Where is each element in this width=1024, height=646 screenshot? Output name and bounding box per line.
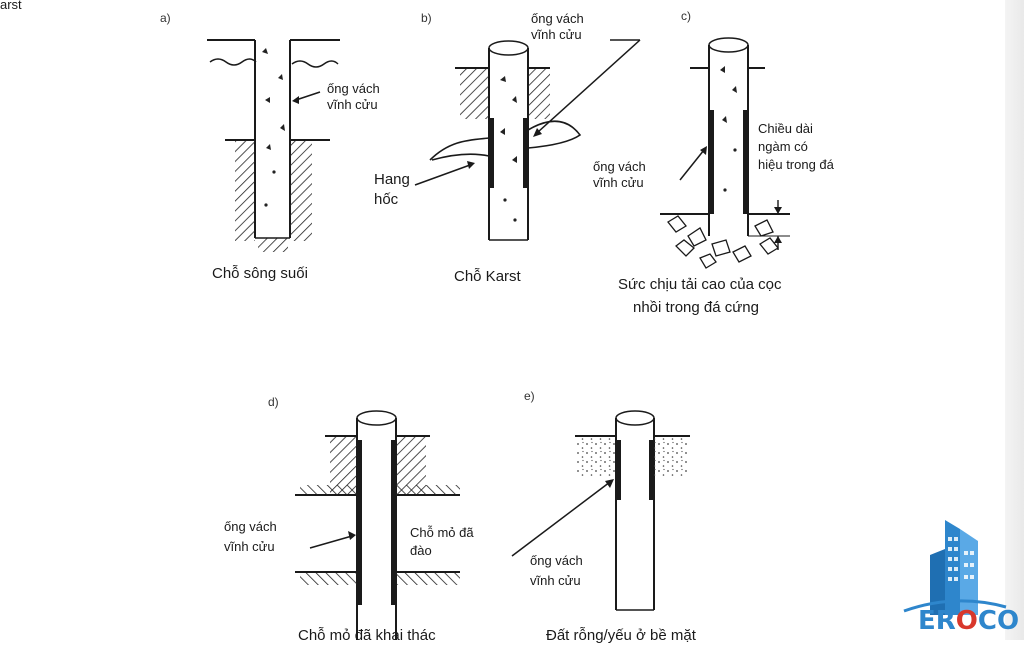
panel-b-left-label-line2: hốc (374, 191, 399, 208)
panel-d-right-label-line2: đào (410, 543, 432, 558)
panel-d-left-label-line1: ống vách (224, 519, 277, 534)
panel-c-left-label-line2: vĩnh cửu (593, 175, 644, 190)
panel-b-figure (414, 39, 641, 241)
panel-e-label-line1: ống vách (530, 553, 583, 568)
logo-text-part2: O (955, 606, 978, 636)
logo-text: EROCO (918, 606, 1019, 636)
panel-d-letter: d) (268, 395, 279, 409)
panel-e-label-line2: vĩnh cửu (530, 573, 581, 588)
panel-a-figure (207, 39, 340, 252)
panel-c-left-label-line1: ống vách (593, 159, 646, 174)
panel-c-letter: c) (681, 9, 691, 23)
panel-c-caption-line1: Sức chịu tải cao của cọc (618, 276, 782, 293)
panel-c-right-label-line1: Chiều dài (758, 121, 813, 136)
building-logo-icon (903, 520, 1007, 615)
panel-b-letter: b) (421, 11, 432, 25)
panel-c-figure (660, 37, 790, 269)
right-edge-strip (1005, 0, 1024, 640)
logo-text-part3: CO (977, 606, 1020, 636)
panel-a-caption: Chỗ sông suối (212, 265, 308, 282)
panel-d-left-label-line2: vĩnh cửu (224, 539, 275, 554)
panel-d-caption: Chỗ mỏ đã khai thác (298, 627, 436, 644)
panel-c-caption-line2: nhồi trong đá cứng (633, 299, 759, 316)
panel-d-figure (295, 410, 460, 640)
panel-b-left-label-line1: Hang (374, 171, 410, 188)
header-fragment-text: arst (0, 0, 22, 12)
logo-text-part1: ER (918, 606, 956, 636)
panel-d-right-label-line1: Chỗ mỏ đã (410, 525, 474, 540)
panel-c-right-label-line2: ngàm có (758, 139, 808, 154)
panel-a-label-line1: ống vách (327, 81, 380, 96)
panel-b-top-label-line1: ống vách (531, 11, 584, 26)
panel-a-letter: a) (160, 11, 171, 25)
panel-c-right-label-line3: hiệu trong đá (758, 157, 834, 172)
panel-e-caption: Đất rỗng/yếu ở bề mặt (546, 627, 696, 644)
panel-e-letter: e) (524, 389, 535, 403)
panel-e-figure (511, 410, 690, 611)
panel-b-caption: Chỗ Karst (454, 268, 521, 285)
panel-b-top-label-line2: vĩnh cửu (531, 27, 582, 42)
panel-a-label-line2: vĩnh cửu (327, 97, 378, 112)
